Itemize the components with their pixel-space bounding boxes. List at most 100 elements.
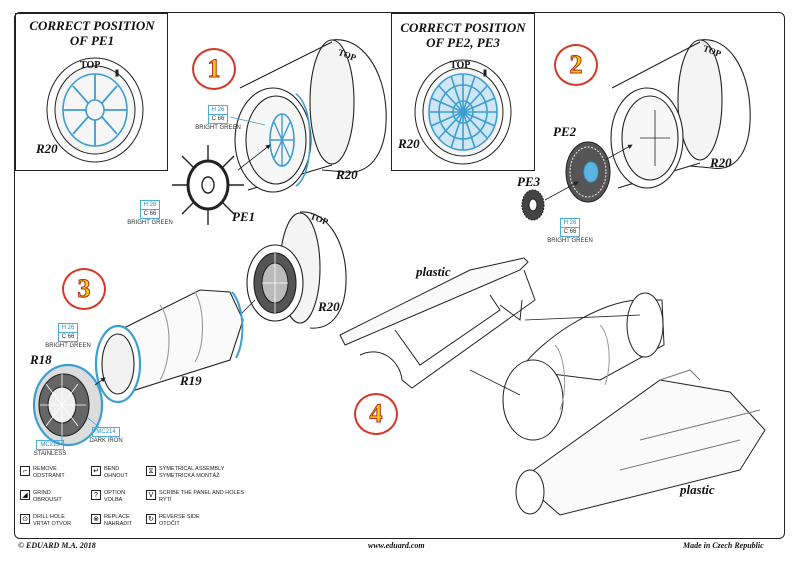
paint-callout-stainless: MC213 STAINLESS: [30, 440, 70, 458]
scribe-icon: V: [146, 490, 156, 500]
legend-bend-cz: OHNOUT: [104, 472, 128, 479]
legend-scribe-cz: RÝTÍ: [159, 496, 172, 503]
inset-pe1-title: CORRECT POSITION OF PE1: [18, 18, 166, 48]
nozzle-r19: [94, 289, 244, 404]
part-label-r20-step2: R20: [710, 155, 732, 170]
footer-url: www.eduard.com: [368, 541, 425, 550]
inset-pe23-title-line1: CORRECT POSITION: [400, 20, 526, 35]
paint-name-bright-green: BRIGHT GREEN: [127, 220, 173, 226]
part-label-r20-step1: R20: [336, 167, 358, 182]
paint-code-c66: C 66: [211, 116, 225, 122]
remove-icon: ⌐: [20, 466, 30, 476]
replace-icon: ⊗: [91, 514, 101, 524]
inset-pe23-title: CORRECT POSITION OF PE2, PE3: [393, 20, 533, 50]
legend-replace-cz: NAHRADIT: [104, 520, 133, 527]
inset-pe1-top-label: TOP: [80, 60, 101, 71]
part-label-pe2: PE2: [553, 124, 577, 139]
inset-pe23-r20-label: R20: [398, 136, 420, 151]
fuselage-step4: [339, 257, 766, 516]
step-2-circle: [554, 44, 598, 86]
paint-code-h26: H 26: [560, 219, 580, 228]
inset-pe1-title-line1: CORRECT POSITION: [29, 18, 155, 33]
legend-drill-cz: VRTAT OTVOR: [33, 520, 72, 527]
step-4-circle: [354, 393, 398, 435]
paint-name-stainless: STAINLESS: [33, 451, 67, 457]
grind-icon: ◢: [20, 490, 30, 500]
legend-remove-en: REMOVE: [33, 466, 57, 472]
paint-code-mc213: MC213: [40, 442, 60, 448]
paint-code-mc214: MC214: [96, 429, 116, 435]
inset-pe23-title-line2: OF PE2, PE3: [426, 35, 500, 50]
paint-callout-dark-iron: MC214 DARK IRON: [86, 427, 126, 445]
paint-name-bright-green: BRIGHT GREEN: [195, 125, 241, 131]
legend-bend-en: BEND: [104, 466, 120, 472]
step-1-circle: [192, 48, 236, 90]
nozzle-r20-step2: [610, 39, 751, 189]
paint-code-c66: C 66: [61, 334, 75, 340]
sheet-frame: [14, 12, 785, 539]
legend-reverse-cz: OTOČIT: [159, 520, 180, 527]
option-icon: ?: [91, 490, 101, 500]
part-label-r18: R18: [30, 352, 52, 367]
legend-grind-en: GRIND: [33, 490, 51, 496]
legend-drill-en: DRILL HOLE: [33, 514, 65, 520]
inset-pe23-wheel: [414, 59, 512, 165]
inset-pe23: [391, 13, 535, 171]
step-3-number: 3: [77, 274, 91, 304]
part-label-plastic-upper: plastic: [416, 264, 451, 279]
paint-code-c66: C 66: [563, 229, 577, 235]
nozzle-r20-step1: [234, 39, 387, 193]
footer-made-in: Made in Czech Republic: [683, 541, 764, 550]
inset-pe1-title-line2: OF PE1: [69, 33, 115, 48]
etched-part-pe1: [172, 145, 244, 225]
inset-pe1-wheel: [46, 57, 144, 163]
legend-grind-cz: OBROUSIT: [33, 496, 62, 503]
legend-remove-cz: ODSTRANIT: [33, 472, 65, 479]
legend-scribe-en: SCRIBE THE PANEL AND HOLES: [159, 490, 244, 496]
legend-reverse-en: REVERSE SIDE: [159, 514, 200, 520]
paint-code-c66: C 66: [143, 211, 157, 217]
legend-option-en: OPTION: [104, 490, 126, 496]
reverse-icon: ↻: [146, 514, 156, 524]
part-label-pe3: PE3: [517, 174, 541, 189]
step-2-number: 2: [569, 50, 583, 80]
nozzle-r18: [32, 363, 104, 447]
nozzle-r20-step3: [246, 211, 347, 329]
step-3-circle: [62, 268, 106, 310]
legend-option-cz: VOLBA: [104, 496, 123, 503]
etched-part-pe3: [521, 189, 545, 221]
paint-name-dark-iron: DARK IRON: [89, 438, 123, 444]
drill-icon: ⊙: [20, 514, 30, 524]
paint-code-h26: H 26: [140, 201, 160, 210]
legend-symmetrical-cz: SYMETRICKÁ MONTÁŽ: [159, 472, 220, 479]
inset-pe23-top-label: TOP: [450, 60, 471, 71]
part-label-r20-step3: R20: [318, 299, 340, 314]
inset-pe1: [15, 13, 168, 171]
part-label-r19: R19: [180, 373, 202, 388]
symmetrical-icon: ⧖: [146, 466, 156, 476]
footer-copyright: © EDUARD M.A. 2018: [18, 541, 96, 550]
paint-code-h26: H 26: [58, 324, 78, 333]
paint-code-h26: H 26: [208, 106, 228, 115]
step-1-number: 1: [207, 54, 221, 84]
legend-replace-en: REPLACE: [104, 514, 130, 520]
etched-part-pe2: [565, 141, 611, 203]
step-4-number: 4: [369, 399, 383, 429]
bend-icon: ↵: [91, 466, 101, 476]
